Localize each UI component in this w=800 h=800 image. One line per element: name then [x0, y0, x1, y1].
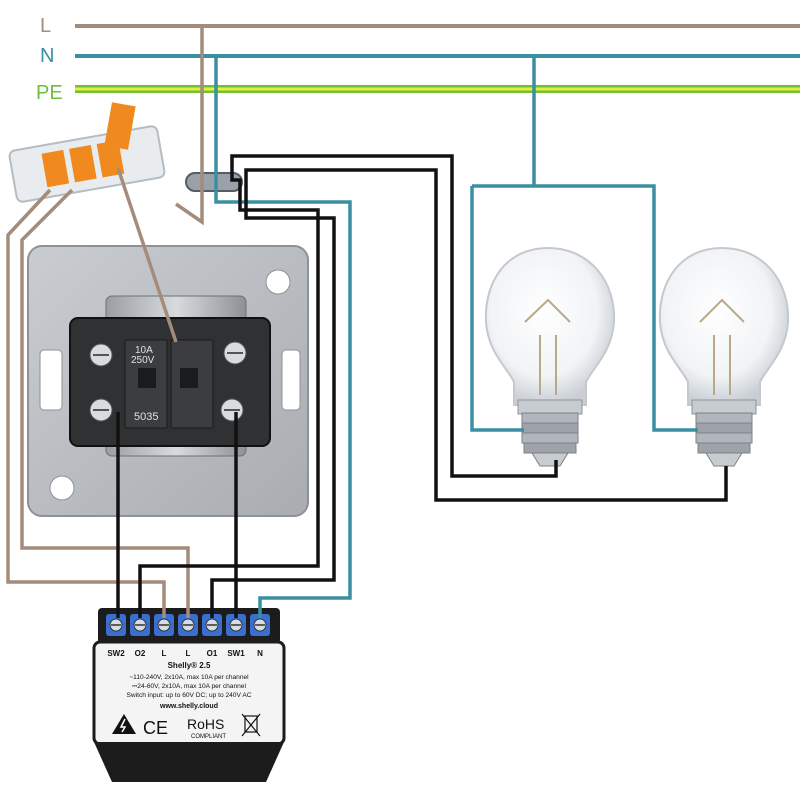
wago-lever	[69, 145, 97, 183]
wire-line-to-shelly-l	[6, 188, 166, 618]
weee-bin-icon	[241, 713, 261, 737]
screw-terminal-icon	[89, 398, 113, 422]
terminal-screw-icon	[130, 614, 150, 636]
switch-window-left	[138, 368, 156, 388]
bulb-screw-base	[521, 412, 579, 467]
shelly-module: SW2 O2 L L O1 SW1 N Shelly® 2.5 ~110-240…	[92, 608, 286, 782]
shelly-spec-ac: ~110-240V, 2x10A, max 10A per channel	[129, 674, 249, 681]
shelly-website: www.shelly.cloud	[159, 703, 218, 710]
terminal-label-sw2: SW2	[107, 649, 125, 658]
switch-rating-current: 10A	[135, 345, 153, 356]
switch-plate-slot	[39, 349, 63, 411]
wall-switch: 10A 250V 5035	[27, 245, 309, 517]
wire-line-to-switch-common	[116, 167, 178, 343]
wago-connector	[8, 102, 166, 203]
wire-grommet	[185, 172, 243, 192]
wago-lever	[41, 149, 70, 188]
mounting-hole-icon	[265, 269, 291, 295]
light-bulb-1	[484, 246, 616, 467]
bulb-filament	[524, 298, 571, 395]
terminal-screw-icon	[226, 614, 246, 636]
terminal-label-o2: O2	[135, 649, 146, 658]
light-bulb-2	[658, 246, 790, 467]
wire-o1-to-lamp2	[210, 168, 728, 618]
wire-neutral-lamp1	[470, 186, 524, 432]
switch-body	[69, 317, 271, 447]
bulb-screw-base	[695, 412, 753, 467]
terminal-screw-icon	[202, 614, 222, 636]
terminal-label-l: L	[162, 649, 167, 658]
bulb-neck	[517, 399, 583, 415]
shelly-product-name: Shelly® 2.5	[168, 661, 211, 670]
wire-o2-to-lamp1	[138, 154, 558, 618]
rohs-compliant-label: COMPLIANT	[191, 734, 226, 740]
terminal-screw-icon	[178, 614, 198, 636]
switch-rating-voltage: 250V	[131, 355, 155, 366]
ce-mark: CE	[143, 718, 168, 738]
wire-neutral-lamp2	[472, 184, 698, 432]
bulb-filament	[699, 298, 745, 395]
switch-model-number: 5035	[134, 411, 158, 423]
shelly-spec-input: Switch input: up to 60V DC; up to 240V A…	[127, 692, 252, 699]
terminal-screw-icon	[106, 614, 126, 636]
shelly-terminal-block	[106, 614, 270, 636]
wago-lever	[96, 140, 125, 178]
mounting-hole-icon	[49, 475, 75, 501]
terminal-screw-icon	[250, 614, 270, 636]
bus-label-line: L	[40, 15, 51, 37]
switch-plate-slot	[281, 349, 301, 411]
screw-terminal-icon	[220, 398, 244, 422]
bulb-neck	[691, 399, 757, 415]
terminal-screw-icon	[154, 614, 174, 636]
line-wiring	[6, 26, 204, 618]
bus-label-earth: PE	[36, 82, 63, 104]
switch-window-right	[180, 368, 198, 388]
wire-line-drop	[175, 26, 204, 226]
bulb-glass	[484, 246, 616, 406]
screw-terminal-icon	[89, 343, 113, 367]
signal-wiring	[116, 154, 728, 618]
bulb-glass	[658, 246, 790, 406]
neutral-wiring	[214, 56, 698, 618]
bus-label-neutral: N	[40, 45, 54, 67]
wire-neutral-drop	[214, 56, 352, 618]
wago-lever-raised	[104, 102, 136, 150]
terminal-label-l: L	[186, 649, 191, 658]
terminal-label-sw1: SW1	[227, 649, 245, 658]
shelly-bottom-housing	[94, 742, 284, 782]
screw-terminal-icon	[223, 341, 247, 365]
rohs-mark: RoHS	[187, 716, 224, 732]
warning-triangle-icon	[112, 714, 136, 734]
shelly-spec-dc: ⎓24-60V, 2x10A, max 10A per channel	[132, 683, 246, 690]
terminal-label-n: N	[257, 649, 263, 658]
wire-line-to-shelly-l2	[20, 188, 190, 618]
terminal-label-o1: O1	[207, 649, 218, 658]
